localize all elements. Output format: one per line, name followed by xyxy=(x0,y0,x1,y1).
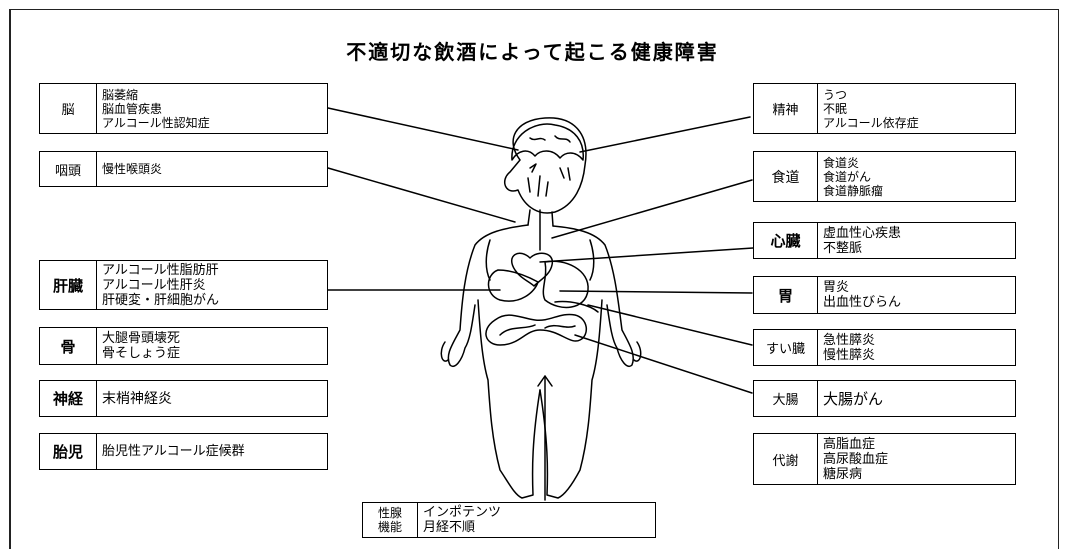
organ-box-fetus: 胎児 胎児性アルコール症候群 xyxy=(39,433,328,470)
condition-list: 急性膵炎 慢性膵炎 xyxy=(818,330,880,365)
organ-label: 精神 xyxy=(754,84,818,133)
condition-list: 胃炎 出血性びらん xyxy=(818,277,906,313)
condition-item: 不整脈 xyxy=(823,240,863,256)
condition-list: 慢性喉頭炎 xyxy=(97,152,167,186)
organ-label: 性腺 機能 xyxy=(363,503,418,537)
organ-box-heart: 心臓 虚血性心疾患 不整脈 xyxy=(753,222,1016,259)
organ-label: 脳 xyxy=(40,84,97,133)
organ-label-line: 性腺 xyxy=(377,506,402,520)
organ-box-liver: 肝臓 アルコール性脂肪肝 アルコール性肝炎 肝硬変・肝細胞がん xyxy=(39,260,328,310)
organ-label: 心臓 xyxy=(754,223,818,258)
condition-item: 高脂血症 xyxy=(823,436,876,452)
condition-item: 末梢神経炎 xyxy=(102,390,172,407)
condition-list: 大腸がん xyxy=(818,381,888,416)
organ-box-esophagus: 食道 食道炎 食道がん 食道静脈瘤 xyxy=(753,151,1016,202)
condition-item: 食道静脈瘤 xyxy=(823,183,884,198)
condition-item: 脳血管疾患 xyxy=(102,101,163,116)
condition-list: 高脂血症 高尿酸血症 糖尿病 xyxy=(818,434,893,484)
organ-label: 胃 xyxy=(754,277,818,313)
organ-box-nerve: 神経 末梢神経炎 xyxy=(39,380,328,417)
condition-item: アルコール性認知症 xyxy=(102,115,210,130)
organ-box-metabolism: 代謝 高脂血症 高尿酸血症 糖尿病 xyxy=(753,433,1016,485)
condition-item: 肝硬変・肝細胞がん xyxy=(102,292,220,308)
condition-list: 大腿骨頭壊死 骨そしょう症 xyxy=(97,328,185,364)
organ-box-stomach: 胃 胃炎 出血性びらん xyxy=(753,276,1016,314)
organ-label: 神経 xyxy=(40,381,97,416)
condition-item: 慢性喉頭炎 xyxy=(102,162,163,176)
condition-item: アルコール性肝炎 xyxy=(102,277,206,293)
condition-item: 胎児性アルコール症候群 xyxy=(102,443,245,459)
condition-item: 食道がん xyxy=(823,169,872,184)
condition-item: アルコール依存症 xyxy=(823,115,919,130)
condition-item: アルコール性脂肪肝 xyxy=(102,262,219,278)
organ-label: 胎児 xyxy=(40,434,97,469)
condition-item: 大腿骨頭壊死 xyxy=(102,331,181,346)
organ-box-gonad: 性腺 機能 インポテンツ 月経不順 xyxy=(362,502,656,538)
diagram-title: 不適切な飲酒によって起こる健康障害 xyxy=(346,40,719,64)
organ-box-bone: 骨 大腿骨頭壊死 骨そしょう症 xyxy=(39,327,328,365)
organ-box-brain: 脳 脳萎縮 脳血管疾患 アルコール性認知症 xyxy=(39,83,328,134)
condition-item: 不眠 xyxy=(823,101,848,116)
organ-label-line: 機能 xyxy=(377,520,402,534)
organ-box-large-intestine: 大腸 大腸がん xyxy=(753,380,1016,417)
organ-label: 咽頭 xyxy=(40,152,97,186)
condition-item: 虚血性心疾患 xyxy=(823,225,902,241)
condition-list: インポテンツ 月経不順 xyxy=(418,503,506,537)
condition-list: 虚血性心疾患 不整脈 xyxy=(818,223,906,258)
condition-list: 末梢神経炎 xyxy=(97,381,177,416)
organ-box-pharynx: 咽頭 慢性喉頭炎 xyxy=(39,151,328,187)
condition-item: 高尿酸血症 xyxy=(823,451,889,467)
condition-item: 脳萎縮 xyxy=(102,87,139,102)
organ-box-pancreas: すい臓 急性膵炎 慢性膵炎 xyxy=(753,329,1016,366)
organ-label: 食道 xyxy=(754,152,818,201)
condition-list: 胎児性アルコール症候群 xyxy=(97,434,250,469)
condition-list: 食道炎 食道がん 食道静脈瘤 xyxy=(818,152,888,201)
organ-box-mental: 精神 うつ 不眠 アルコール依存症 xyxy=(753,83,1016,134)
condition-item: 胃炎 xyxy=(823,280,850,295)
diagram-frame xyxy=(9,9,1059,549)
condition-item: 急性膵炎 xyxy=(823,332,876,348)
organ-label: 骨 xyxy=(40,328,97,364)
condition-item: インポテンツ xyxy=(423,505,502,520)
condition-item: 慢性膵炎 xyxy=(823,347,876,363)
condition-item: 骨そしょう症 xyxy=(102,346,181,361)
organ-label: 代謝 xyxy=(754,434,818,484)
organ-label: すい臓 xyxy=(754,330,818,365)
condition-list: うつ 不眠 アルコール依存症 xyxy=(818,84,924,133)
condition-list: アルコール性脂肪肝 アルコール性肝炎 肝硬変・肝細胞がん xyxy=(97,261,224,309)
condition-item: 糖尿病 xyxy=(823,466,863,482)
condition-item: 食道炎 xyxy=(823,155,860,170)
organ-label: 肝臓 xyxy=(40,261,97,309)
condition-item: 出血性びらん xyxy=(823,295,902,310)
condition-item: 月経不順 xyxy=(423,520,476,535)
condition-list: 脳萎縮 脳血管疾患 アルコール性認知症 xyxy=(97,84,215,133)
condition-item: うつ xyxy=(823,87,848,102)
organ-label: 大腸 xyxy=(754,381,818,416)
condition-item: 大腸がん xyxy=(823,389,884,408)
